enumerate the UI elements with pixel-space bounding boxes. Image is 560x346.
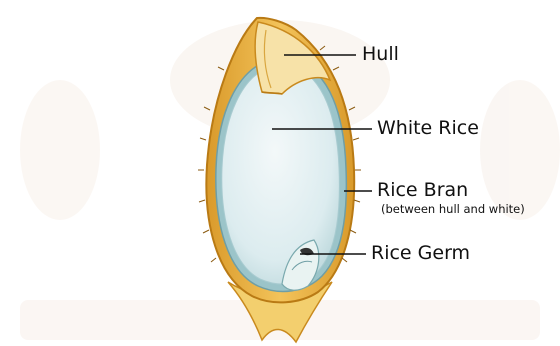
label-white-rice: White Rice <box>377 119 479 138</box>
label-hull: Hull <box>362 45 399 64</box>
white-rice-shape <box>222 64 340 284</box>
label-rice-germ: Rice Germ <box>371 244 470 263</box>
label-rice-bran-note: (between hull and white) <box>381 204 525 216</box>
label-rice-bran: Rice Bran <box>377 181 468 200</box>
